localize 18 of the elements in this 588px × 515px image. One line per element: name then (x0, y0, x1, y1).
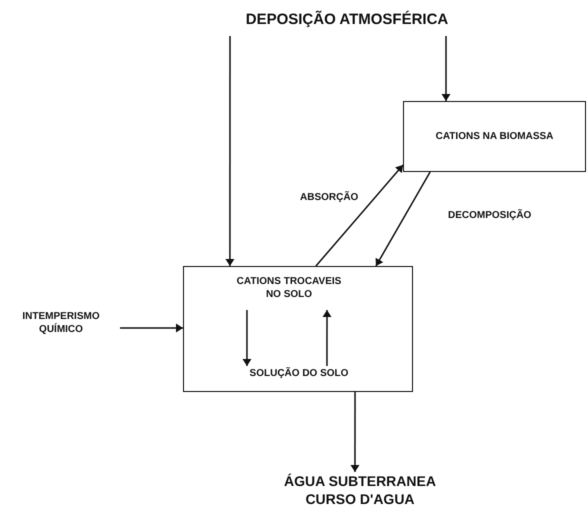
arrow (120, 324, 183, 332)
outflow-label: ÁGUA SUBTERRANEA CURSO D'AGUA (270, 472, 450, 510)
source-label: INTEMPERISMO QUÍMICO (2, 310, 120, 338)
edge-label: DECOMPOSIÇÃO (448, 210, 532, 221)
arrow (324, 310, 330, 366)
arrow (351, 392, 358, 472)
process-box (403, 101, 586, 172)
edge-label: ABSORÇÃO (300, 192, 358, 203)
box-label: CATIONS NA BIOMASSA (436, 130, 554, 143)
arrow (226, 36, 234, 266)
arrow (375, 172, 431, 266)
process-box (183, 266, 413, 392)
node-label: CATIONS TROCAVEIS NO SOLO (229, 275, 349, 311)
arrow (243, 310, 250, 366)
node-label: SOLUÇÃO DO SOLO (219, 367, 379, 383)
arrow (442, 36, 450, 101)
heading-label: DEPOSIÇÃO ATMOSFÉRICA (222, 10, 472, 36)
arrow (315, 164, 404, 266)
